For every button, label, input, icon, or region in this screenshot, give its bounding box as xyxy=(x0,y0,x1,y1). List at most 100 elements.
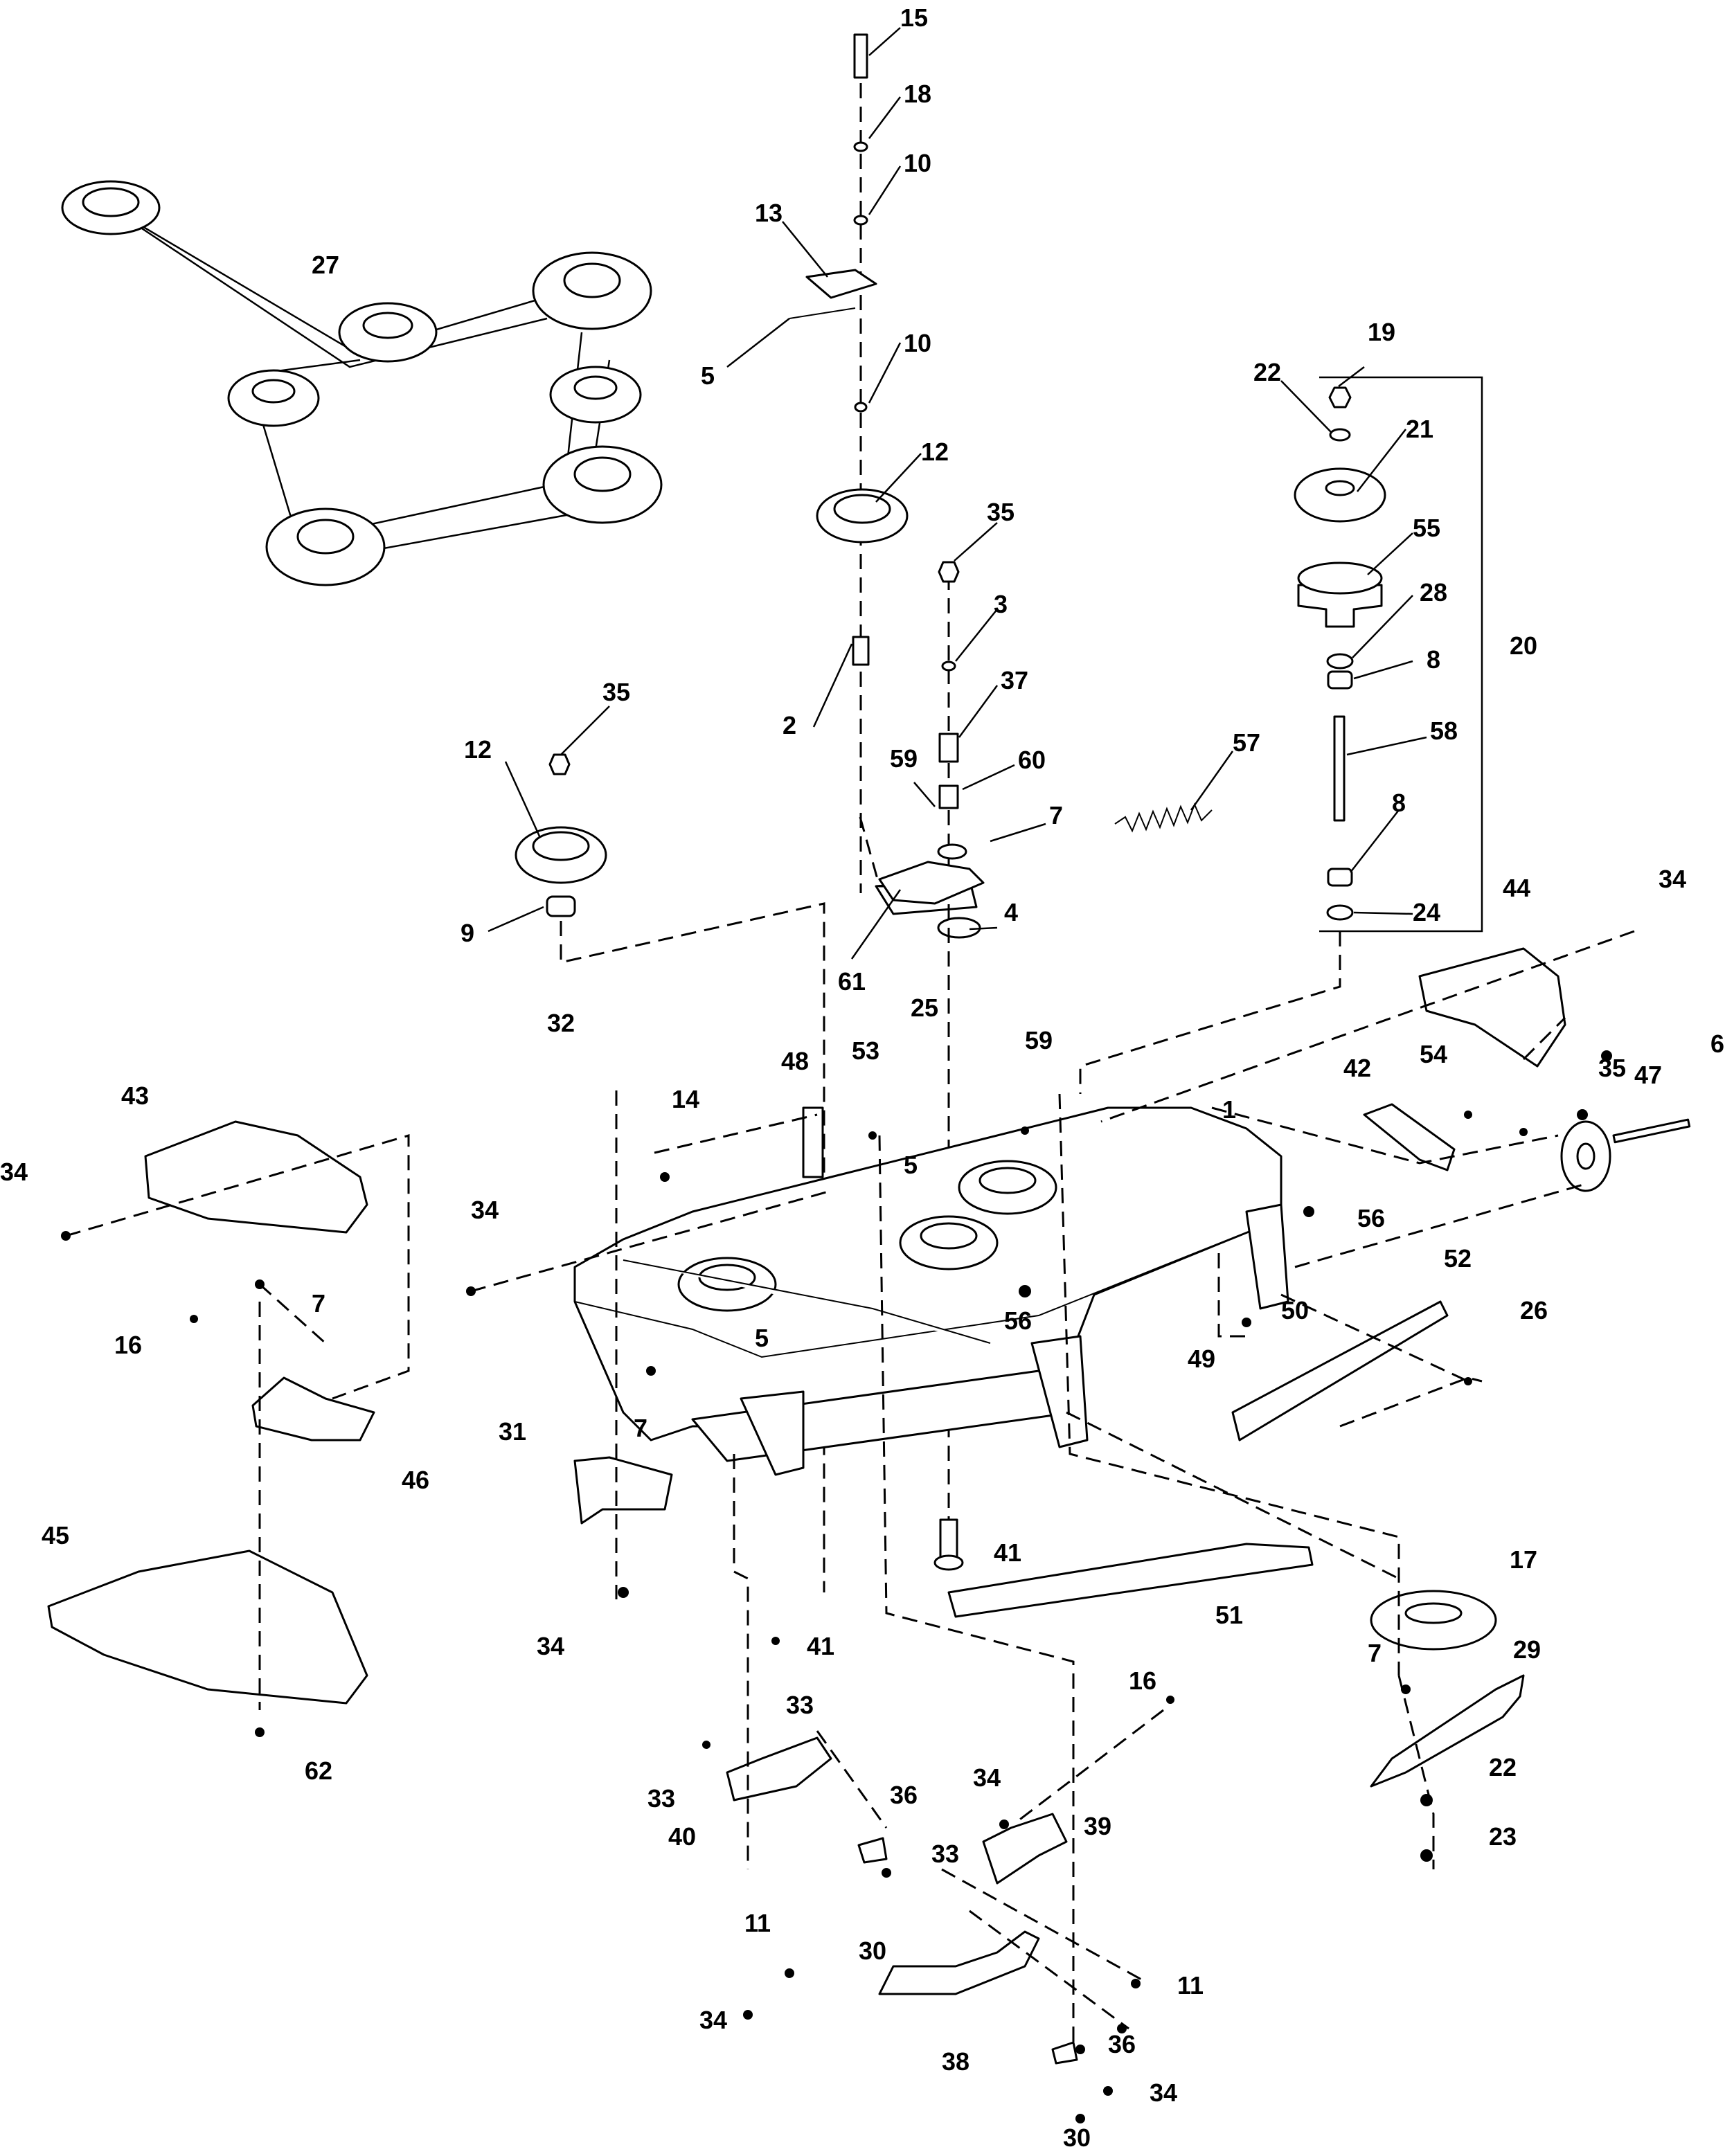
callout-35b: 35 xyxy=(602,678,630,706)
callout-5b: 5 xyxy=(904,1151,918,1179)
callout-30: 30 xyxy=(859,1937,886,1965)
belt-guard-38 xyxy=(878,1930,1040,1995)
callout-10: 10 xyxy=(904,149,931,177)
deflector-31 xyxy=(573,1456,673,1525)
baffle-51 xyxy=(947,1543,1314,1618)
callout-46: 46 xyxy=(402,1466,429,1494)
callout-15: 15 xyxy=(900,3,928,32)
callout-56b: 56 xyxy=(1004,1306,1032,1335)
callout-11b: 11 xyxy=(1177,1971,1204,2000)
callout-59: 59 xyxy=(890,744,918,773)
callout-42: 42 xyxy=(1343,1054,1371,1082)
callout-44: 44 xyxy=(1503,874,1530,902)
callout-22: 22 xyxy=(1253,358,1281,386)
belt-cover-right xyxy=(1418,947,1566,1068)
bracket-46 xyxy=(251,1376,375,1441)
callout-36b: 36 xyxy=(1108,2030,1136,2058)
callout-14: 14 xyxy=(672,1085,699,1113)
callout-50: 50 xyxy=(1281,1296,1309,1324)
callout-51: 51 xyxy=(1215,1601,1243,1629)
callout-7d: 7 xyxy=(1368,1639,1382,1667)
callout-33b: 33 xyxy=(647,1784,675,1813)
callout-5: 5 xyxy=(701,361,715,390)
callout-34e: 34 xyxy=(973,1763,1001,1792)
callout-34d: 34 xyxy=(537,1632,564,1660)
callout-47: 47 xyxy=(1634,1061,1662,1089)
callout-26: 26 xyxy=(1520,1296,1548,1324)
callout-19: 19 xyxy=(1368,318,1395,346)
callout-56: 56 xyxy=(1357,1204,1385,1232)
spring xyxy=(1114,802,1213,833)
callout-53: 53 xyxy=(852,1036,879,1065)
callout-34g: 34 xyxy=(1150,2078,1177,2107)
belt-pulley-assembly xyxy=(61,180,663,586)
callout-29: 29 xyxy=(1513,1635,1541,1664)
callout-35c: 35 xyxy=(1598,1054,1626,1082)
callout-6: 6 xyxy=(1710,1030,1724,1058)
callout-31: 31 xyxy=(499,1417,526,1446)
callout-52: 52 xyxy=(1444,1244,1472,1273)
assembly-lines xyxy=(65,930,1635,2049)
callout-59b: 59 xyxy=(1025,1026,1053,1054)
callout-41b: 41 xyxy=(807,1632,834,1660)
callout-36: 36 xyxy=(890,1781,918,1809)
callout-54: 54 xyxy=(1420,1040,1447,1068)
callout-40: 40 xyxy=(668,1822,696,1851)
gauge-wheel-47 xyxy=(1560,1118,1691,1192)
callout-55: 55 xyxy=(1413,514,1440,542)
right-spindle-assembly xyxy=(1079,376,1483,1094)
callout-5c: 5 xyxy=(755,1324,769,1352)
belt-guard-40 xyxy=(726,1736,832,1802)
left-idler xyxy=(515,753,825,1592)
callout-37: 37 xyxy=(1001,666,1028,694)
baffle-52 xyxy=(1231,1300,1449,1441)
callout-34: 34 xyxy=(1659,865,1686,893)
bracket-36-upper xyxy=(857,1837,888,1864)
callout-17: 17 xyxy=(1510,1545,1537,1574)
callout-11: 11 xyxy=(744,1909,771,1937)
callout-34b: 34 xyxy=(0,1158,28,1186)
callout-41: 41 xyxy=(994,1538,1021,1567)
callout-1: 1 xyxy=(1222,1095,1236,1124)
belt-guard-39 xyxy=(982,1813,1068,1885)
callout-30b: 30 xyxy=(1063,2123,1091,2152)
blade-29 xyxy=(1370,1674,1525,1788)
callout-9: 9 xyxy=(461,919,474,947)
callout-62: 62 xyxy=(305,1757,332,1785)
callout-39: 39 xyxy=(1084,1812,1111,1840)
callout-33: 33 xyxy=(786,1691,814,1719)
callout-25: 25 xyxy=(911,994,938,1022)
callout-38: 38 xyxy=(942,2047,969,2076)
callout-20: 20 xyxy=(1510,631,1537,660)
callout-8: 8 xyxy=(1427,645,1440,674)
callout-60: 60 xyxy=(1018,746,1046,774)
callout-34c: 34 xyxy=(471,1196,499,1224)
callout-4: 4 xyxy=(1004,898,1018,926)
callout-45: 45 xyxy=(42,1521,69,1549)
callout-16: 16 xyxy=(114,1331,142,1359)
callout-58: 58 xyxy=(1430,717,1458,745)
callout-32: 32 xyxy=(547,1009,575,1037)
callout-12b: 12 xyxy=(464,735,492,764)
callout-13: 13 xyxy=(755,199,783,227)
callout-35: 35 xyxy=(987,498,1015,526)
callout-48: 48 xyxy=(781,1047,809,1075)
callout-61: 61 xyxy=(838,967,866,996)
callout-27: 27 xyxy=(312,251,339,279)
callout-8b: 8 xyxy=(1392,789,1406,817)
callout-23: 23 xyxy=(1489,1822,1517,1851)
bracket-48 xyxy=(802,1106,824,1178)
callout-28: 28 xyxy=(1420,578,1447,607)
callout-24: 24 xyxy=(1413,898,1440,926)
hardware-dots xyxy=(61,1050,1612,2123)
callout-2: 2 xyxy=(783,711,796,739)
spacer-17 xyxy=(1370,1590,1497,1651)
callout-7c: 7 xyxy=(634,1414,647,1442)
callout-7b: 7 xyxy=(312,1289,325,1318)
discharge-chute xyxy=(47,1549,368,1705)
callout-34f: 34 xyxy=(699,2006,727,2034)
bracket-36-lower xyxy=(1051,2041,1078,2065)
callout-numbers: 15 18 10 13 27 5 10 19 22 21 12 35 55 3 … xyxy=(0,3,1724,2152)
bracket-42 xyxy=(1363,1103,1456,1171)
